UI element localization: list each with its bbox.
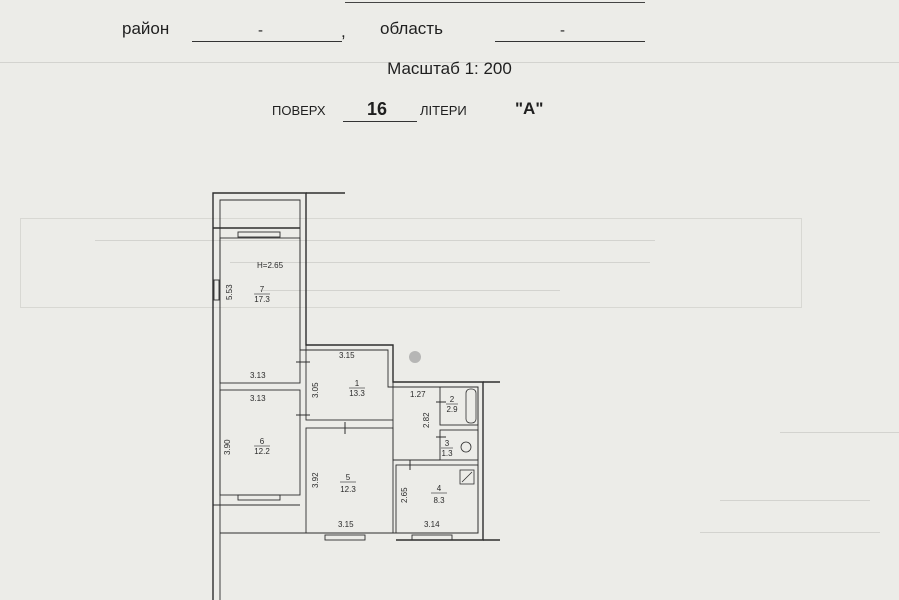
window: [237, 231, 281, 238]
room-3-area: 1.3: [441, 449, 453, 458]
bleed-through-line: [780, 432, 899, 433]
oblast-underline: [495, 41, 645, 42]
window: [213, 279, 220, 301]
bathtub-icon: [465, 388, 477, 424]
bleed-through-line: [720, 500, 870, 501]
room-3-number: 3: [445, 439, 450, 448]
room-7-number: 7: [260, 285, 265, 294]
bleed-through-line: [260, 290, 560, 291]
letter-label: ЛІТЕРИ: [420, 103, 467, 118]
dim-room1-height: 3.05: [311, 382, 320, 398]
rayon-underline: [192, 41, 342, 42]
dim-hall-height: 2.82: [422, 412, 431, 428]
dim-room7-height: 5.53: [225, 284, 234, 300]
stove-icon-line: [461, 471, 473, 483]
dim-room4-height: 2.65: [400, 487, 409, 503]
plan-windows: [213, 231, 453, 541]
floor-label: ПОВЕРХ: [272, 103, 326, 118]
room-2-number: 2: [450, 395, 455, 404]
plan-walls: [212, 192, 500, 600]
window: [324, 534, 366, 541]
bleed-through-line: [95, 240, 655, 241]
top-underline: [345, 2, 645, 3]
height-note: H=2.65: [257, 261, 284, 270]
bleed-through-line: [0, 62, 899, 63]
room-2-outline: [439, 386, 479, 426]
dim-room7-width: 3.13: [250, 371, 266, 380]
room-7-area: 17.3: [254, 295, 270, 304]
dim-room4-width: 3.14: [424, 520, 440, 529]
room-6-area: 12.2: [254, 447, 270, 456]
room-1-number: 1: [355, 379, 360, 388]
window: [237, 494, 281, 501]
bleed-through-box: [20, 218, 802, 308]
dim-room5-width: 3.15: [338, 520, 354, 529]
room-5-outline: [305, 427, 394, 534]
dim-room1-width: 3.15: [339, 351, 355, 360]
rayon-comma: ,: [341, 22, 346, 41]
scale-text: Масштаб 1: 200: [387, 59, 512, 78]
oblast-value: -: [560, 22, 565, 39]
rayon-value: -: [258, 22, 263, 39]
bleed-through-line: [230, 262, 650, 263]
room-5-area: 12.3: [340, 485, 356, 494]
plan-door-ticks: [296, 361, 446, 470]
riser-mark-icon: [409, 351, 421, 363]
fixtures: [409, 351, 477, 485]
room-4-area: 8.3: [433, 496, 445, 505]
room-5-number: 5: [346, 473, 351, 482]
floor-value: 16: [367, 99, 388, 119]
room-4-number: 4: [437, 484, 442, 493]
room-7-outline: [219, 237, 301, 384]
toilet-icon: [460, 441, 472, 453]
room-4-outline: [395, 464, 479, 534]
bleed-through-line: [700, 532, 880, 533]
floor-underline: [343, 121, 417, 122]
letter-value: "А": [515, 99, 544, 118]
room-2-area: 2.9: [446, 405, 458, 414]
room-3-outline: [439, 429, 479, 461]
room-1-area: 13.3: [349, 389, 365, 398]
dim-room6-width: 3.13: [250, 394, 266, 403]
plan-labels: H=2.65 7 17.3 1 13.3 2 2.9 3 1.3 6 12.2 …: [223, 261, 458, 529]
dim-hall-width: 1.27: [410, 390, 426, 399]
window: [411, 534, 453, 541]
rayon-label: район: [122, 19, 170, 38]
oblast-label: область: [380, 19, 443, 38]
hall-wall: [392, 420, 440, 461]
room-6-number: 6: [260, 437, 265, 446]
dim-room5-height: 3.92: [311, 472, 320, 488]
dim-room6-height: 3.90: [223, 439, 232, 455]
room-1-outline: [305, 344, 394, 421]
stove-icon: [459, 469, 475, 485]
